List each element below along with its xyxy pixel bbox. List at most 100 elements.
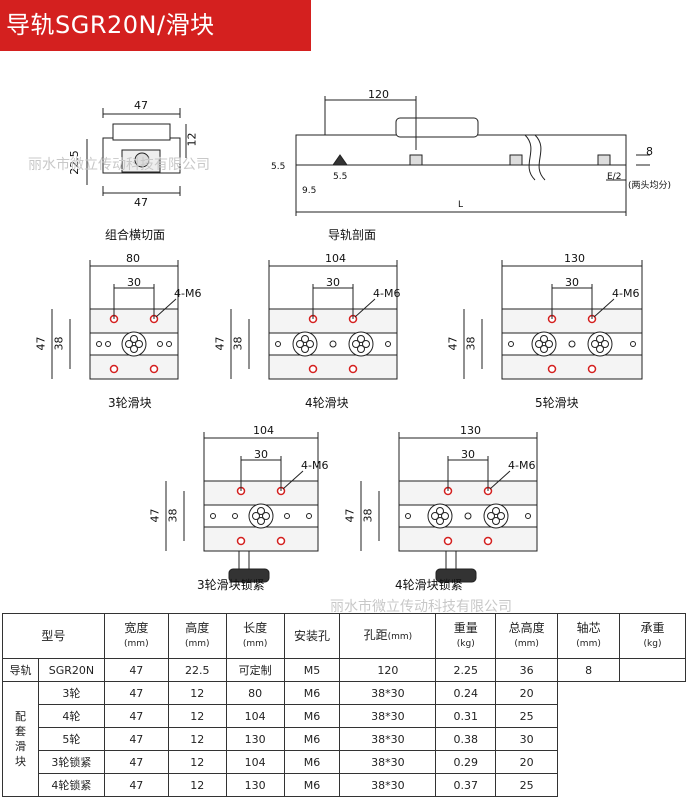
cell-pitch: 38*30 (339, 704, 437, 728)
block-hole-3: 30 (254, 448, 268, 461)
cell-load: 25 (495, 704, 559, 728)
cell-mount: M6 (283, 773, 341, 797)
block-hole-2: 30 (565, 276, 579, 289)
rail-length-cell: 可定制 (225, 658, 285, 682)
block-hole-0: 30 (127, 276, 141, 289)
rail-pitch: 120 (368, 88, 389, 101)
block-height-outer-2: 47 (446, 336, 460, 351)
table-row-rail: 导轨 SGR20N 47 22.5 可定制 M5 120 2.25 36 8 (2, 658, 686, 682)
rail-pitch-cell: 120 (339, 658, 437, 682)
cell-mount: M6 (283, 704, 341, 728)
header-mount: 安装孔 (283, 613, 341, 659)
cell-mount: M6 (283, 727, 341, 751)
block-drawing-1 (230, 260, 398, 380)
technical-drawings (51, 96, 650, 583)
watermark-1: 丽水市微立传动科技有限公司 (28, 157, 210, 173)
rail-load (619, 658, 686, 682)
block-drawing-2 (463, 260, 643, 380)
cell-weight: 0.31 (435, 704, 497, 728)
block-caption-4: 4轮滑块锁紧 (395, 578, 463, 592)
cell-length: 130 (225, 727, 285, 751)
page-banner: 导轨SGR20N/滑块SGB20N (0, 0, 311, 90)
block-length-0: 80 (126, 252, 140, 265)
cell-load: 20 (495, 681, 559, 705)
group-label: 配套滑块 (2, 681, 39, 797)
cell-length: 130 (225, 773, 285, 797)
cell-width: 47 (103, 750, 169, 774)
rail-d2: 5.5 (333, 172, 348, 182)
cell-load: 25 (495, 773, 559, 797)
cell-mount: M6 (283, 681, 341, 705)
block-drawing-4 (360, 432, 538, 583)
section-width-top: 47 (134, 99, 148, 112)
cell-length: 104 (225, 704, 285, 728)
block-length-1: 104 (325, 252, 346, 265)
rail-end-note-text: (两头均分) (628, 181, 672, 191)
block-height-outer-4: 47 (343, 508, 357, 523)
rail-view (295, 96, 650, 216)
rail-height: 22.5 (167, 658, 227, 682)
header-axle: 轴芯(mm) (557, 613, 621, 659)
cell-weight: 0.38 (435, 727, 497, 751)
cell-length: 104 (225, 750, 285, 774)
block-height-inner-2: 38 (464, 336, 478, 351)
block-length-2: 130 (564, 252, 585, 265)
cell-height: 12 (167, 773, 227, 797)
section-height-right: 12 (185, 132, 199, 147)
cell-height: 12 (167, 750, 227, 774)
watermark-2: 丽水市微立传动科技有限公司 (330, 599, 512, 615)
cell-length: 80 (225, 681, 285, 705)
block-length-4: 130 (460, 424, 481, 437)
cell-load: 30 (495, 727, 559, 751)
block-height-outer-0: 47 (34, 336, 48, 351)
header-model: 型号 (2, 613, 105, 659)
cell-pitch: 38*30 (339, 750, 437, 774)
block-caption-1: 4轮滑块 (305, 396, 349, 410)
block-height-inner-0: 38 (52, 336, 66, 351)
block-height-inner-3: 38 (166, 508, 180, 523)
cell-width: 47 (103, 727, 169, 751)
cell-width: 47 (103, 681, 169, 705)
block-height-outer-1: 47 (213, 336, 227, 351)
rail-weight: 2.25 (435, 658, 497, 682)
header-width: 宽度(mm) (103, 613, 169, 659)
cell-model: 4轮 (37, 704, 105, 728)
cell-model: 3轮锁紧 (37, 750, 105, 774)
block-thread-4: 4-M6 (508, 459, 536, 472)
cell-weight: 0.29 (435, 750, 497, 774)
cell-pitch: 38*30 (339, 773, 437, 797)
header-length: 长度(mm) (225, 613, 285, 659)
rail-width: 47 (103, 658, 169, 682)
header-weight: 重量(kg) (435, 613, 497, 659)
shared-total-height: 36 (495, 658, 559, 682)
shared-axle: 8 (557, 658, 621, 682)
block-height-inner-1: 38 (231, 336, 245, 351)
cell-weight: 0.37 (435, 773, 497, 797)
block-drawing-3 (165, 432, 319, 583)
block-hole-4: 30 (461, 448, 475, 461)
block-length-3: 104 (253, 424, 274, 437)
block-thread-0: 4-M6 (174, 287, 202, 300)
section-width-bottom: 47 (134, 196, 148, 209)
cell-height: 12 (167, 681, 227, 705)
rail-caption: 导轨剖面 (328, 228, 377, 242)
cell-height: 12 (167, 727, 227, 751)
section-caption: 组合横切面 (105, 228, 166, 242)
header-load: 承重(kg) (619, 613, 686, 659)
cell-pitch: 38*30 (339, 681, 437, 705)
cell-model: 4轮锁紧 (37, 773, 105, 797)
rail-mount: M5 (283, 658, 341, 682)
header-total-height: 总高度(mm) (495, 613, 559, 659)
cell-height: 12 (167, 704, 227, 728)
header-height: 高度(mm) (167, 613, 227, 659)
cell-model: 5轮 (37, 727, 105, 751)
rail-group: 导轨 (2, 658, 39, 682)
block-height-outer-3: 47 (148, 508, 162, 523)
rail-end-note: E/2 (607, 172, 622, 182)
block-caption-0: 3轮滑块 (108, 396, 152, 410)
rail-length: L (458, 200, 464, 210)
